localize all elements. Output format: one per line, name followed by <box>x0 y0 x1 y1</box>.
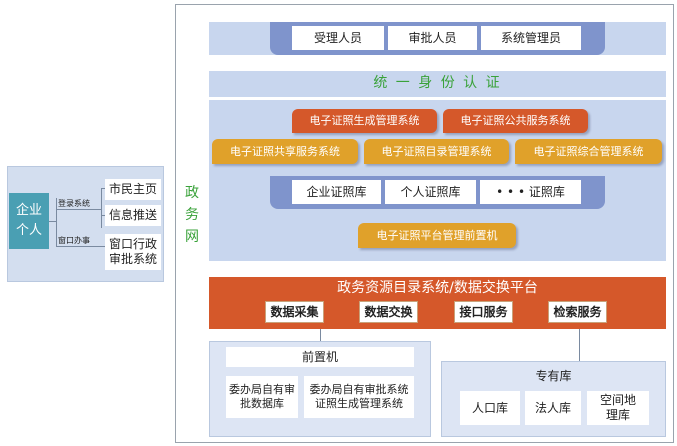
license-generation-system[interactable]: 电子证照生成管理系统 <box>292 109 437 133</box>
role-receiver[interactable]: 受理人员 <box>292 26 384 50</box>
individual-license-db[interactable]: 个人证照库 <box>385 180 476 204</box>
license-catalog-system[interactable]: 电子证照目录管理系统 <box>364 139 509 164</box>
actor-enterprise: 企业 <box>15 202 42 218</box>
actor-individual: 个人 <box>15 223 42 238</box>
login-channel-label: 登录系统 <box>58 199 90 208</box>
service-search[interactable]: 检索服务 <box>548 301 607 323</box>
exchange-platform-title: 政务资源目录系统/数据交换平台 <box>337 280 538 297</box>
citizen-homepage[interactable]: 市民主页 <box>105 179 161 200</box>
role-approver[interactable]: 审批人员 <box>388 26 477 50</box>
window-channel-label: 窗口办事 <box>58 236 90 245</box>
actor-box: 企业 个人 <box>9 193 49 249</box>
license-integrated-system[interactable]: 电子证照综合管理系统 <box>515 139 662 164</box>
service-data-collection[interactable]: 数据采集 <box>265 301 324 323</box>
bureau-license-system[interactable]: 委办局自有审批系统证照生成管理系统 <box>304 376 414 418</box>
service-data-exchange[interactable]: 数据交换 <box>359 301 418 323</box>
bureau-approval-db[interactable]: 委办局自有审批数据库 <box>226 376 298 418</box>
dedicated-db-title: 专有库 <box>535 368 572 383</box>
info-push[interactable]: 信息推送 <box>105 205 161 226</box>
front-machine-title: 前置机 <box>226 347 414 367</box>
gov-net-label: 政 务 网 <box>185 185 199 245</box>
window-approval-system[interactable]: 窗口行政审批系统 <box>105 234 161 270</box>
service-interface[interactable]: 接口服务 <box>454 301 513 323</box>
legal-person-db[interactable]: 法人库 <box>525 391 581 425</box>
license-frontend-machine[interactable]: 电子证照平台管理前置机 <box>358 223 516 248</box>
license-public-service-system[interactable]: 电子证照公共服务系统 <box>443 109 588 133</box>
role-admin[interactable]: 系统管理员 <box>481 26 581 50</box>
other-license-db[interactable]: • • • 证照库 <box>480 180 581 204</box>
population-db[interactable]: 人口库 <box>460 391 520 425</box>
unified-authentication: 统 一 身 份 认 证 <box>209 71 666 97</box>
license-sharing-system[interactable]: 电子证照共享服务系统 <box>212 139 358 164</box>
enterprise-license-db[interactable]: 企业证照库 <box>292 180 381 204</box>
spatial-geo-db[interactable]: 空间地理库 <box>587 391 649 425</box>
